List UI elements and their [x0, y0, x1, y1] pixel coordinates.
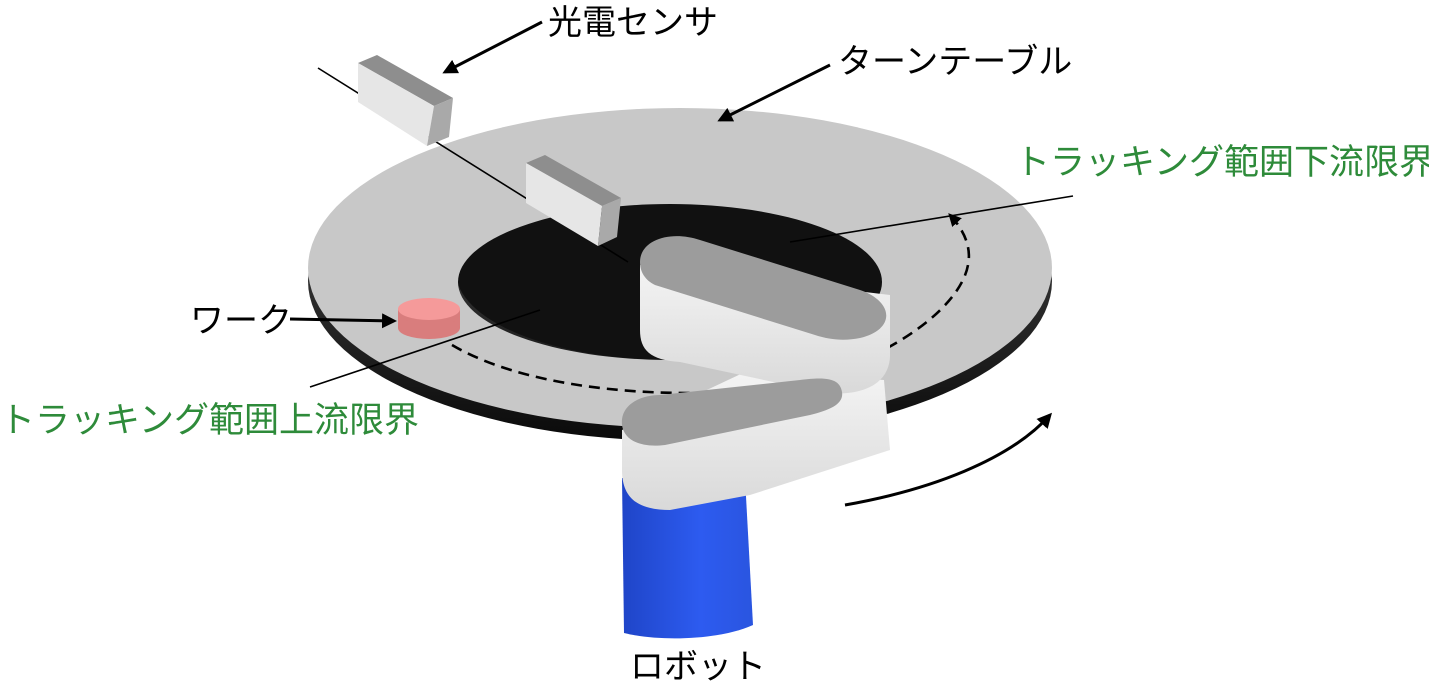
workpiece	[398, 298, 460, 339]
label-workpiece: ワーク	[190, 301, 292, 341]
label-tracking-downstream-limit: トラッキング範囲下流限界	[1015, 143, 1429, 183]
downstream-limit-leader	[789, 195, 1074, 243]
sensor-pointer-arrow	[442, 20, 543, 74]
label-photo-sensor: 光電センサ	[548, 3, 718, 43]
robot-lower-arm-top	[621, 378, 843, 446]
upstream-limit-leader	[309, 309, 541, 388]
robot-upper-arm-top	[640, 236, 887, 340]
photo-sensor-block-1	[358, 55, 453, 146]
rotation-arrow	[844, 412, 1052, 507]
workpiece-pointer-arrow	[289, 313, 397, 329]
label-turntable: ターンテーブル	[838, 42, 1073, 82]
turntable-pointer-arrow	[717, 63, 831, 122]
label-tracking-upstream-limit: トラッキング範囲上流限界	[0, 401, 419, 441]
robot-base	[622, 478, 753, 639]
robot	[621, 236, 890, 639]
photo-sensor-block-2	[526, 155, 621, 246]
label-robot: ロボット	[630, 647, 766, 687]
